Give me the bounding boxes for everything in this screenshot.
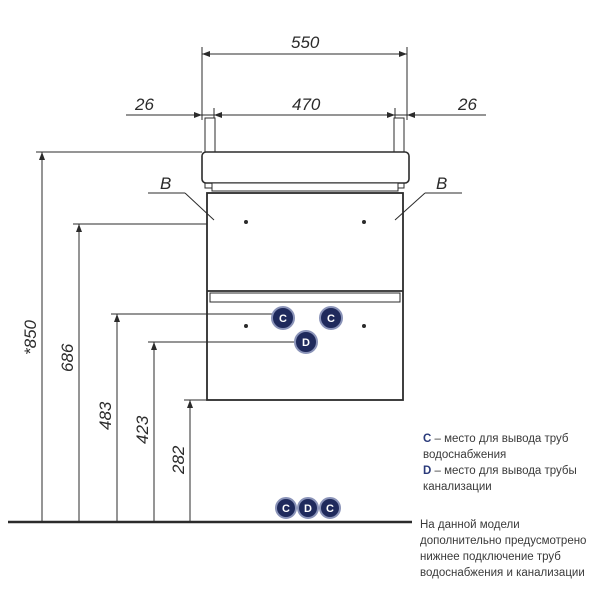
basin-top — [201, 151, 410, 184]
dim-label-26-right: 26 — [457, 95, 477, 114]
svg-text:C: C — [326, 503, 334, 515]
svg-text:D: D — [304, 503, 312, 515]
bottom-connection-note: На данной модели дополнительно предусмот… — [420, 519, 587, 579]
floor-outlet-c-right: C — [319, 497, 341, 519]
dim-label-483: 483 — [96, 401, 115, 430]
legend: C – место для вывода труб водоснабжения … — [423, 431, 598, 495]
dim-label-26-left: 26 — [134, 95, 154, 114]
drain-outlet-d: D — [294, 330, 318, 354]
water-outlet-c-left: C — [271, 306, 295, 330]
label-b-left: B — [160, 174, 171, 193]
floor-outlet-c-left: C — [275, 497, 297, 519]
svg-text:D: D — [302, 337, 310, 349]
dim-label-686: 686 — [58, 343, 77, 372]
lower-drawer-handle-rail — [209, 292, 401, 303]
svg-text:C: C — [279, 313, 287, 325]
dim-label-850: *850 — [21, 319, 40, 355]
svg-text:C: C — [327, 313, 335, 325]
dim-label-470: 470 — [292, 95, 321, 114]
dim-label-282: 282 — [169, 445, 188, 475]
legend-item-d: D – место для вывода трубы канализации — [423, 463, 598, 495]
dim-label-550: 550 — [291, 33, 320, 52]
basin-lower-edge — [211, 182, 399, 192]
water-outlet-c-right: C — [319, 306, 343, 330]
legend-text-d: – место для вывода трубы канализации — [423, 465, 577, 493]
legend-key-c: C — [423, 433, 432, 445]
label-b-right: B — [436, 174, 447, 193]
legend-key-d: D — [423, 465, 432, 477]
floor-outlet-d: D — [297, 497, 319, 519]
legend-text-c: – место для вывода труб водоснабжения — [423, 433, 569, 461]
svg-text:C: C — [282, 503, 290, 515]
legend-item-c: C – место для вывода труб водоснабжения — [423, 431, 598, 463]
dim-label-423: 423 — [133, 415, 152, 444]
